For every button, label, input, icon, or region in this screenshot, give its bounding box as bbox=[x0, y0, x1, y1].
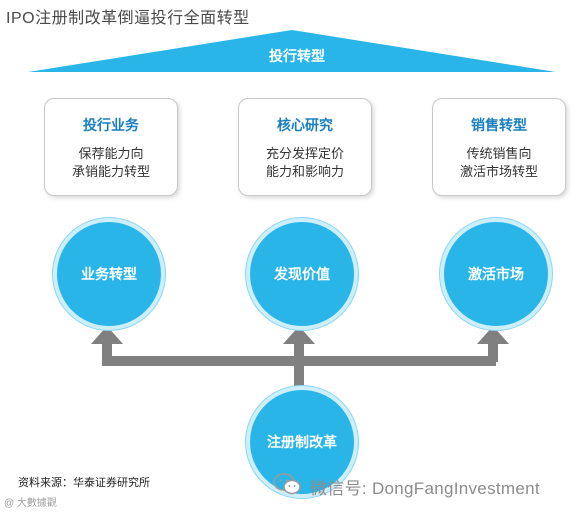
card-core-research: 核心研究 充分发挥定价 能力和影响力 bbox=[238, 98, 372, 196]
circle-registration-reform: 注册制改革 bbox=[246, 386, 358, 498]
roof-shape bbox=[28, 30, 556, 72]
watermark-wechat-id: 微信号: DongFangInvestment bbox=[310, 479, 540, 498]
source-note: 资料来源：华泰证券研究所 bbox=[18, 477, 150, 489]
card-investment-banking: 投行业务 保荐能力向 承销能力转型 bbox=[44, 98, 178, 196]
circle-business-transformation: 业务转型 bbox=[53, 218, 165, 330]
card-sales-transformation: 销售转型 传统销售向 激活市场转型 bbox=[432, 98, 566, 196]
circle-discover-value: 发现价值 bbox=[246, 218, 358, 330]
card-title: 投行业务 bbox=[83, 117, 139, 133]
wechat-icon bbox=[273, 473, 301, 495]
card-line: 充分发挥定价 bbox=[265, 146, 344, 161]
roof-label: 投行转型 bbox=[269, 48, 325, 64]
card-line: 承销能力转型 bbox=[71, 164, 150, 179]
card-line: 保荐能力向 bbox=[78, 146, 144, 161]
card-line: 能力和影响力 bbox=[265, 164, 344, 179]
card-title: 销售转型 bbox=[471, 117, 527, 133]
circle-activate-market: 激活市场 bbox=[440, 218, 552, 330]
card-line: 激活市场转型 bbox=[459, 164, 538, 179]
card-title: 核心研究 bbox=[277, 117, 333, 133]
watermark-left: @ 大數據觀 bbox=[4, 498, 57, 509]
card-line: 传统销售向 bbox=[466, 146, 532, 161]
page-title: IPO注册制改革倒逼投行全面转型 bbox=[6, 10, 250, 27]
